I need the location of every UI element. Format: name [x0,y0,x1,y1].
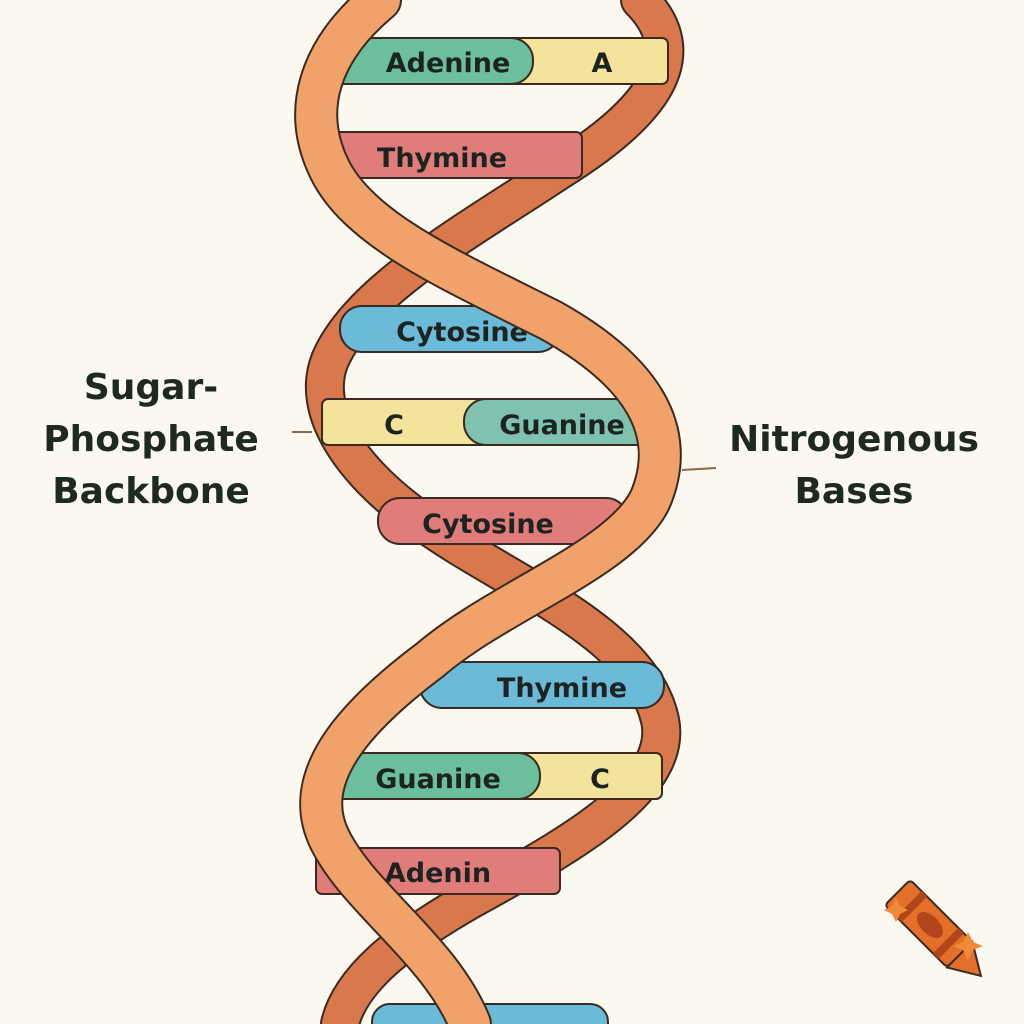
backbone-label: Sugar- Phosphate Backbone [26,362,276,518]
backbone-label-line: Phosphate [43,419,259,460]
base-label: Adenin [385,858,491,889]
base-pair-9 [371,1003,609,1024]
base-pair-bars: Adenine A Thymine Cytosine C Guanine Cyt… [315,37,669,1024]
base-label: Adenine [386,48,511,79]
base-label: A [592,48,613,79]
backbone-label-line: Sugar- [83,367,219,408]
base-label: Thymine [377,143,507,174]
bases-label-line: Nitrogenous [729,419,979,460]
base-pair-1: Adenine A [317,37,669,85]
backbone-label-line: Backbone [52,471,250,512]
bases-label-line: Bases [794,471,914,512]
base-pair-2: Thymine [315,131,583,179]
base-pair-7: Guanine C [321,752,663,800]
sparkle-icon [884,898,983,960]
bases-label: Nitrogenous Bases [716,414,992,518]
base-label: Guanine [375,764,501,795]
base-label: C [590,764,610,795]
base-pair-5: Cytosine [377,497,629,545]
bases-leader-line [681,467,717,471]
base-pair-6: Thymine [419,661,665,709]
base-pair-4: C Guanine [321,398,665,446]
crayon-icon [885,880,983,978]
base-label: Guanine [499,410,625,441]
base-label: Cytosine [422,509,554,540]
base-label: C [384,410,404,441]
base-label: Thymine [497,673,627,704]
